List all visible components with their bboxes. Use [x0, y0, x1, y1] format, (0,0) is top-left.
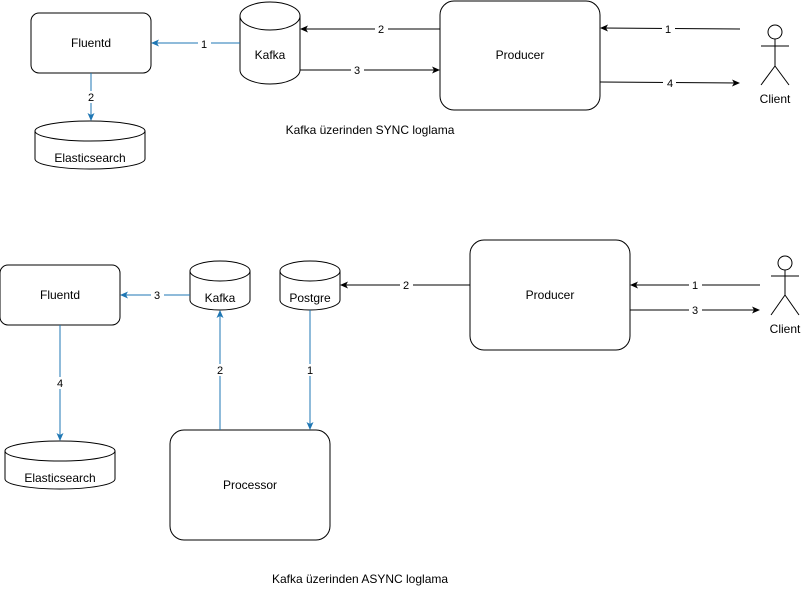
- sync-edge-fluentd-to-elastic: 2: [84, 73, 97, 121]
- sync-edge-kafka-to-producer: 3: [300, 64, 440, 77]
- async-edge-kafka-to-fluentd: 3: [120, 289, 190, 302]
- sync-edge-label: 1: [665, 24, 671, 36]
- sync-edge-label: 1: [201, 39, 207, 51]
- async-client-actor[interactable]: Client: [770, 255, 801, 336]
- sync-edge-label: 3: [354, 65, 360, 77]
- sync-producer-node[interactable]: Producer: [439, 0, 601, 111]
- sync-edge-label: 2: [88, 92, 94, 104]
- sync-caption: Kafka üzerinden SYNC loglama: [286, 123, 455, 137]
- async-edge-label: 4: [57, 378, 63, 390]
- async-edge-processor-to-kafka: 2: [213, 310, 226, 430]
- async-edge-label: 1: [692, 280, 698, 292]
- sync-elasticsearch-label: Elasticsearch: [54, 151, 125, 165]
- sync-edge-producer-to-client: 4: [599, 77, 740, 90]
- sync-fluentd-node[interactable]: Fluentd: [30, 12, 152, 74]
- async-caption: Kafka üzerinden ASYNC loglama: [272, 572, 448, 586]
- async-diagram: Fluentd Elasticsearch Kafka Postgre Prod…: [0, 239, 801, 586]
- async-postgre-label: Postgre: [289, 291, 331, 305]
- sync-edge-client-to-producer: 1: [600, 23, 741, 36]
- sync-client-label: Client: [760, 92, 791, 106]
- async-processor-label: Processor: [223, 478, 277, 492]
- sync-kafka-node[interactable]: Kafka: [239, 1, 301, 85]
- async-edge-fluentd-to-elastic: 4: [53, 325, 66, 441]
- async-edge-label: 2: [403, 280, 409, 292]
- async-edge-producer-to-client: 3: [630, 304, 760, 317]
- async-edge-producer-to-postgre: 2: [340, 279, 470, 292]
- sync-edge-label: 2: [378, 24, 384, 36]
- async-producer-node[interactable]: Producer: [469, 239, 631, 351]
- sync-kafka-label: Kafka: [255, 48, 286, 62]
- async-processor-node[interactable]: Processor: [169, 429, 331, 541]
- async-producer-label: Producer: [526, 288, 575, 302]
- sync-client-actor[interactable]: Client: [760, 24, 791, 106]
- async-kafka-label: Kafka: [205, 291, 236, 305]
- async-elasticsearch-node[interactable]: Elasticsearch: [4, 440, 116, 490]
- sync-diagram: Fluentd Elasticsearch Kafka Producer Cli…: [30, 0, 791, 170]
- async-fluentd-node[interactable]: Fluentd: [0, 264, 121, 326]
- sync-edge-producer-to-kafka: 2: [300, 23, 440, 36]
- async-edge-postgre-to-processor: 1: [303, 310, 316, 430]
- async-client-label: Client: [770, 322, 801, 336]
- async-elasticsearch-label: Elasticsearch: [24, 471, 95, 485]
- async-fluentd-label: Fluentd: [40, 288, 80, 302]
- async-edge-client-to-producer: 1: [630, 279, 760, 292]
- async-edge-label: 3: [154, 290, 160, 302]
- sync-elasticsearch-node[interactable]: Elasticsearch: [34, 120, 146, 170]
- sync-fluentd-label: Fluentd: [71, 36, 111, 50]
- async-edge-label: 2: [217, 365, 223, 377]
- async-edge-label: 3: [692, 305, 698, 317]
- sync-edge-label: 4: [667, 78, 673, 90]
- async-kafka-node[interactable]: Kafka: [189, 260, 251, 311]
- async-postgre-node[interactable]: Postgre: [279, 260, 341, 311]
- async-edge-label: 1: [307, 365, 313, 377]
- sync-edge-kafka-to-fluentd: 1: [151, 37, 240, 51]
- sync-producer-label: Producer: [496, 48, 545, 62]
